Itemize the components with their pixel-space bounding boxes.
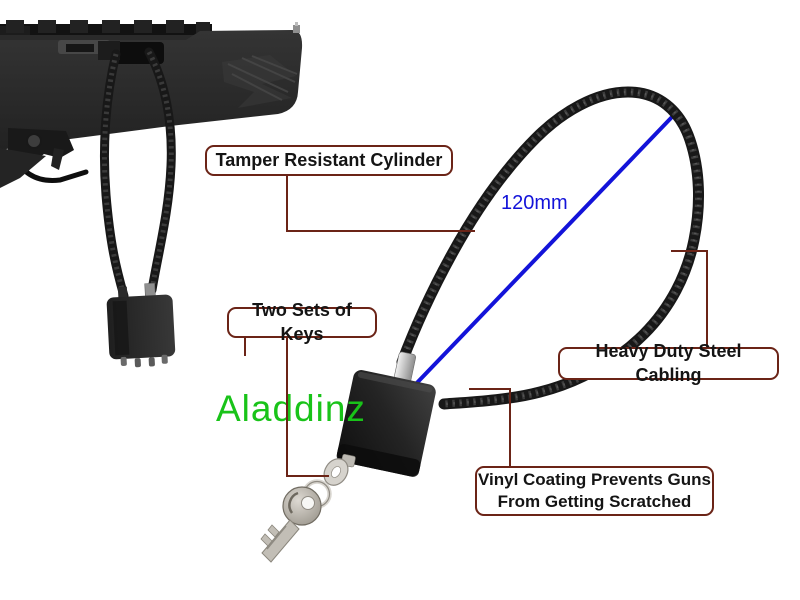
keys-label-text: Two Sets of Keys [252,300,352,344]
rifle-cable-strands [99,47,176,301]
rifle-stock [0,30,303,150]
watermark-text: Aladdinz [216,388,366,429]
rifle-front-sight [293,22,300,33]
rifle-stock-texture [222,55,298,108]
vinyl-label-line2: From Getting Scratched [497,492,692,511]
lock-body-image [336,351,436,477]
two-sets-of-keys-label: Two Sets of Keys [227,300,377,344]
tamper-label-text: Tamper Resistant Cylinder [215,149,443,170]
vinyl-callout-line-vertical [509,388,511,467]
keys-callout-line-stub [244,338,246,356]
measurement-label: 120mm [501,192,568,214]
keys-image [260,458,349,563]
rifle-rail [0,20,212,40]
rifle-photo-image [0,20,303,368]
tamper-callout-line-horizontal [286,230,475,232]
vinyl-label-line1: Vinyl Coating Prevents Guns [477,469,712,489]
cabling-label-text: Heavy Duty Steel Cabling [595,341,742,385]
tamper-resistant-cylinder-label: Tamper Resistant Cylinder [205,145,453,176]
vinyl-coating-label: Vinyl Coating Prevents Guns From Getting… [475,466,714,516]
keys-callout-line-vertical [286,338,288,477]
cabling-callout-line-vertical [706,250,708,348]
heavy-duty-steel-cabling-label: Heavy Duty Steel Cabling [558,341,779,385]
vinyl-callout-line-horizontal [469,388,511,390]
keys-callout-line-horizontal [286,475,329,477]
measurement-line [410,116,673,390]
cabling-callout-line-horizontal [671,250,708,252]
tamper-callout-line-vertical [286,176,288,232]
rifle-lock-body [106,282,176,368]
rifle-trigger-group [0,128,89,188]
